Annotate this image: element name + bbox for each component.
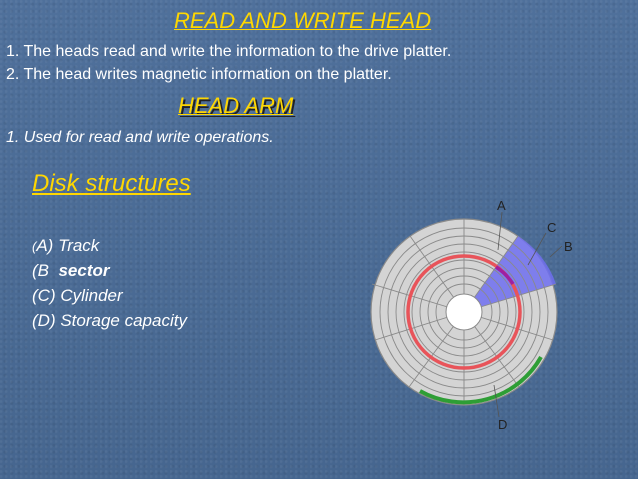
head-point-2: 2. The head writes magnetic information … <box>6 66 392 83</box>
diagram-label-d: D <box>498 417 507 432</box>
structure-item-track: (A) Track <box>32 236 99 256</box>
disk-structures-heading: Disk structures <box>32 170 191 197</box>
sector-arc <box>494 265 515 286</box>
track-ring <box>406 254 522 370</box>
label-pointers <box>493 211 563 418</box>
diagram-label-c: C <box>547 220 556 235</box>
sector-prefix: (B <box>32 261 49 280</box>
disk-diagram: A C B D <box>370 198 573 432</box>
structure-item-sector: (B sector <box>32 261 109 281</box>
head-arm-title: HEAD ARM <box>178 93 294 118</box>
slide-title: READ AND WRITE HEAD <box>174 8 432 33</box>
storage-arc <box>419 356 543 405</box>
track-label: A) Track <box>36 236 100 255</box>
spindle-hole <box>445 293 483 331</box>
structure-item-storage: (D) Storage capacity <box>32 311 187 330</box>
track-paren: ( <box>32 239 37 254</box>
structure-item-cylinder: (C) Cylinder <box>32 286 123 305</box>
head-point-1: 1. The heads read and write the informat… <box>6 43 452 60</box>
arm-point-1: 1. Used for read and write operations. <box>6 129 274 146</box>
diagram-label-a: A <box>497 198 506 213</box>
sector-label: sector <box>58 261 110 280</box>
diagram-label-b: B <box>564 239 573 254</box>
